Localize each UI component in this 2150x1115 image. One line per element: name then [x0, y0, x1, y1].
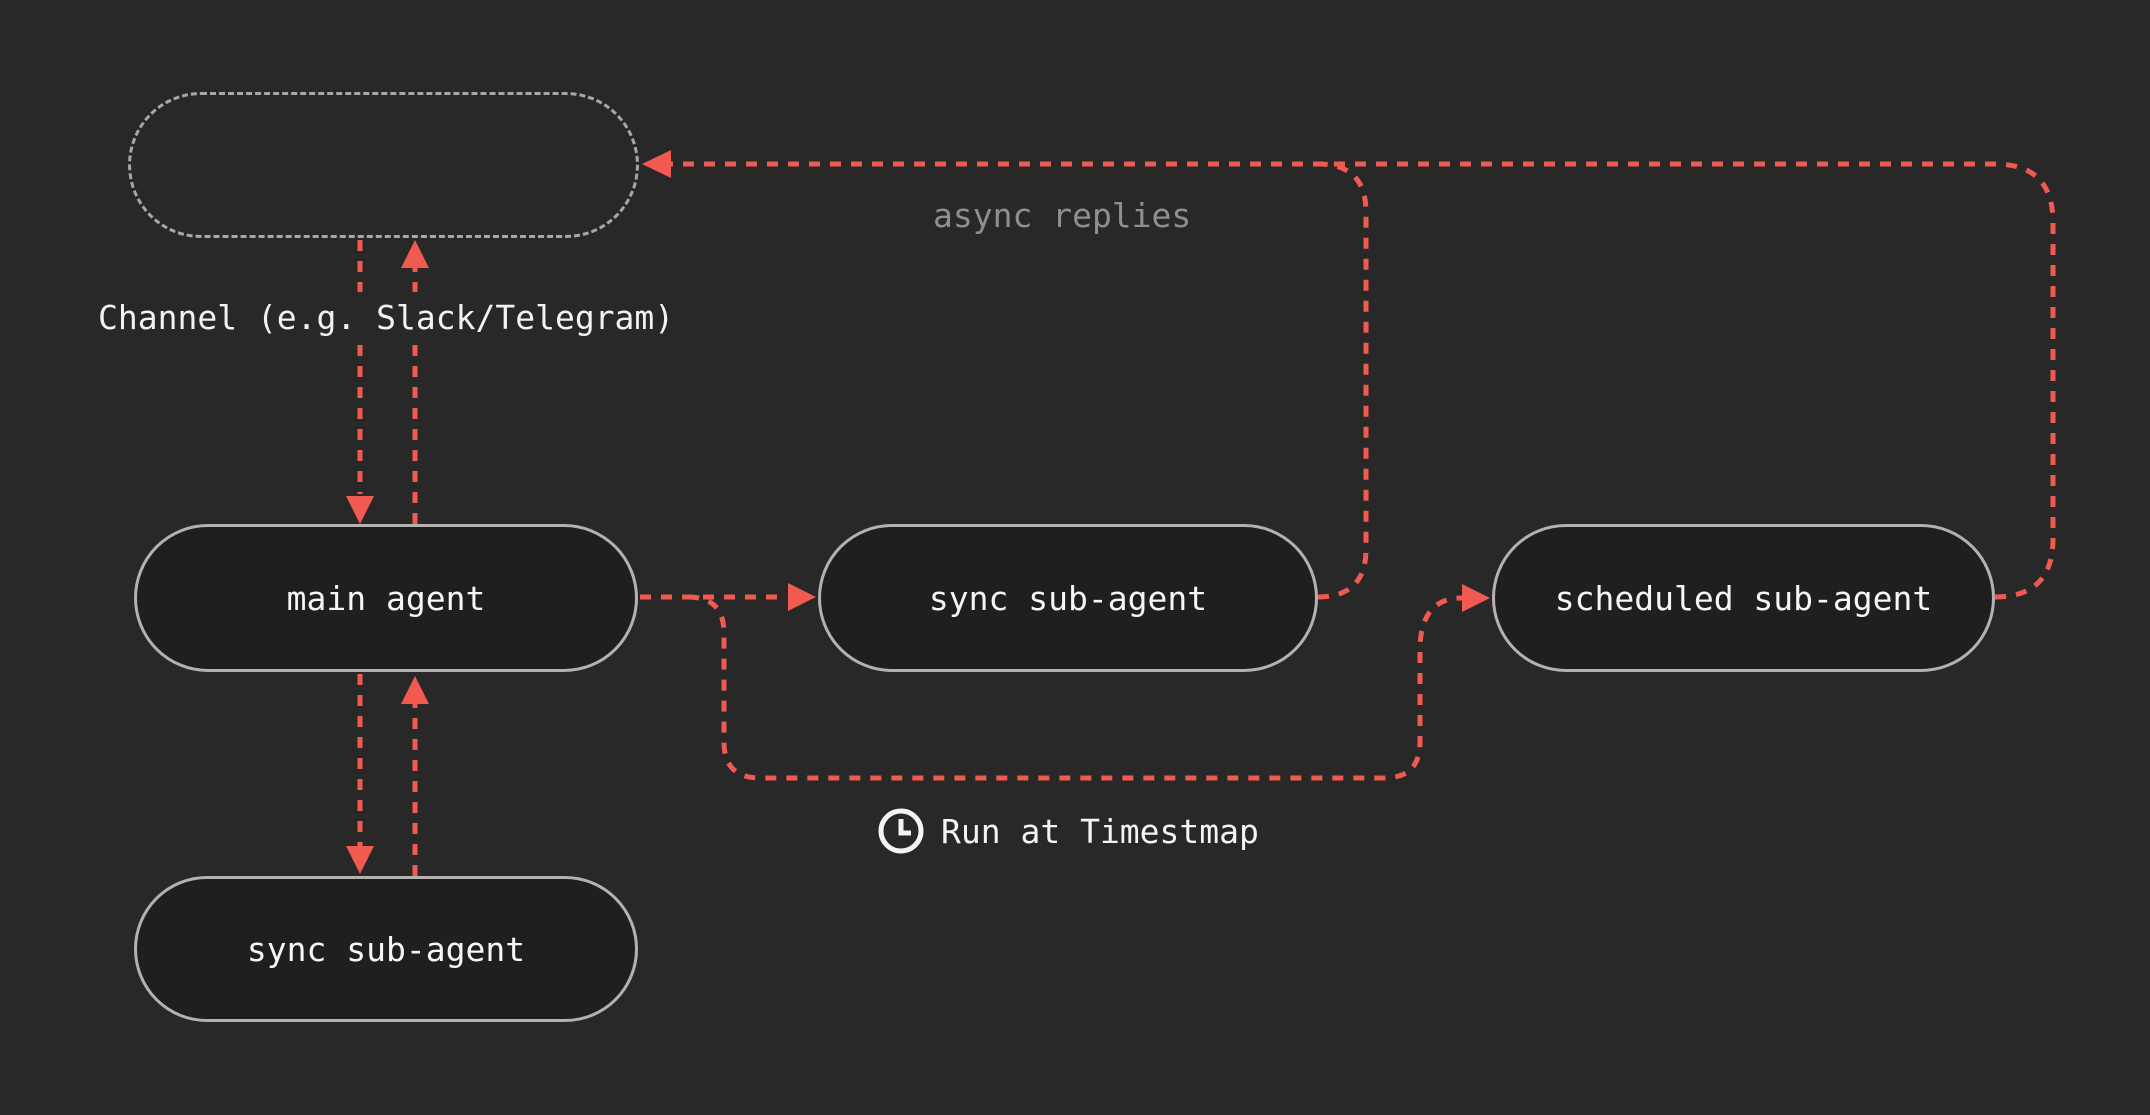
node-channel	[128, 92, 639, 238]
arrowhead-up-main	[401, 676, 429, 704]
arrowhead-down-main	[346, 496, 374, 524]
clock-icon	[877, 807, 925, 855]
arrowhead-down-sync-bottom	[346, 846, 374, 874]
node-scheduled-sub-agent: scheduled sub-agent	[1492, 524, 1995, 672]
node-sync-sub-agent-bottom: sync sub-agent	[134, 876, 638, 1022]
edge-main-to-scheduled	[687, 594, 1463, 781]
arrowhead-into-scheduled	[1462, 584, 1490, 612]
node-scheduled-sub-agent-label: scheduled sub-agent	[1554, 578, 1933, 618]
edge-async-reply-join	[1317, 161, 1369, 600]
run-at-timestamp-label: Run at Timestmap	[877, 803, 1259, 859]
node-sync-sub-agent-right: sync sub-agent	[818, 524, 1318, 672]
node-main-agent: main agent	[134, 524, 638, 672]
run-at-timestamp-text: Run at Timestmap	[941, 811, 1259, 851]
async-replies-label: async replies	[933, 196, 1192, 235]
arrowhead-up-channel	[401, 240, 429, 268]
channel-caption: Channel (e.g. Slack/Telegram)	[92, 292, 681, 344]
node-sync-sub-agent-right-label: sync sub-agent	[928, 578, 1208, 618]
node-main-agent-label: main agent	[286, 578, 486, 618]
node-sync-sub-agent-bottom-label: sync sub-agent	[246, 929, 526, 969]
arrowhead-into-sync-mid	[788, 583, 816, 611]
arrowhead-into-channel	[642, 150, 671, 178]
